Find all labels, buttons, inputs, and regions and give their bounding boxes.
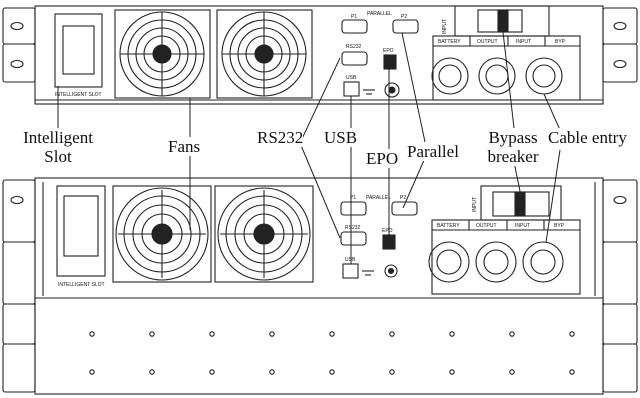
top-rs232-label: RS232 <box>346 44 362 50</box>
top-fan-right <box>216 9 313 99</box>
top-epo-label: EPO <box>383 48 394 54</box>
bottom-usb-label: USB <box>345 257 356 263</box>
bottom-p1-label: P1 <box>350 195 356 201</box>
top-output-label: OUTPUT <box>477 39 498 45</box>
top-p2-label: P2 <box>401 14 407 20</box>
callout-usb-text: USB <box>324 128 358 147</box>
top-bypass-terminal-label: BYP <box>555 39 566 45</box>
callout-bypass-breaker: Bypass breaker <box>478 128 548 166</box>
bottom-epo-label: EPO <box>382 228 393 234</box>
callout-epo-text: EPO <box>366 149 399 168</box>
top-p1-label: P1 <box>351 14 357 20</box>
top-fan-left <box>114 9 211 99</box>
top-input-label: INPUT <box>442 19 448 34</box>
bottom-bypass-terminal-label: BYP <box>554 223 565 229</box>
top-input-terminal-label: INPUT <box>516 39 531 45</box>
callout-parallel: Parallel <box>407 142 459 161</box>
bottom-parallel-label: PARALLEL <box>366 195 391 201</box>
callout-intelligent-slot-text: Intelligent Slot <box>23 128 93 166</box>
top-usb-label: USB <box>346 75 357 81</box>
callout-fans-text: Fans <box>168 137 201 156</box>
bottom-unit <box>2 177 638 395</box>
callout-rs232: RS232 <box>257 128 304 147</box>
bottom-rs232-label: RS232 <box>345 225 361 231</box>
top-parallel-label: PARALLEL <box>367 11 392 17</box>
callout-cable-entry: Cable entry <box>548 128 627 147</box>
top-unit <box>2 5 638 105</box>
callout-bypass-breaker-text: Bypass breaker <box>487 128 539 166</box>
top-intelligent-slot-label: INTELLIGENT SLOT <box>55 92 102 98</box>
callout-rs232-text: RS232 <box>257 128 304 147</box>
leader-lines <box>57 31 561 264</box>
bottom-battery-label: BATTERY <box>437 223 460 229</box>
callout-usb: USB <box>324 128 358 147</box>
callout-cable-entry-text: Cable entry <box>548 128 627 147</box>
bottom-intelligent-slot-label: INTELLIGENT SLOT <box>58 282 105 288</box>
bottom-intelligent-slot <box>56 185 106 277</box>
bottom-fan-left <box>112 185 212 283</box>
callout-epo: EPO <box>366 149 399 168</box>
bottom-input-label: INPUT <box>472 197 478 212</box>
bottom-input-terminal-label: INPUT <box>515 223 530 229</box>
top-battery-label: BATTERY <box>438 39 461 45</box>
callout-intelligent-slot: Intelligent Slot <box>10 128 106 166</box>
callout-fans: Fans <box>168 137 201 156</box>
bottom-output-label: OUTPUT <box>476 223 497 229</box>
callout-parallel-text: Parallel <box>407 142 459 161</box>
top-intelligent-slot <box>54 13 103 88</box>
bottom-p2-label: P2 <box>400 195 406 201</box>
bottom-fan-right <box>214 185 314 283</box>
